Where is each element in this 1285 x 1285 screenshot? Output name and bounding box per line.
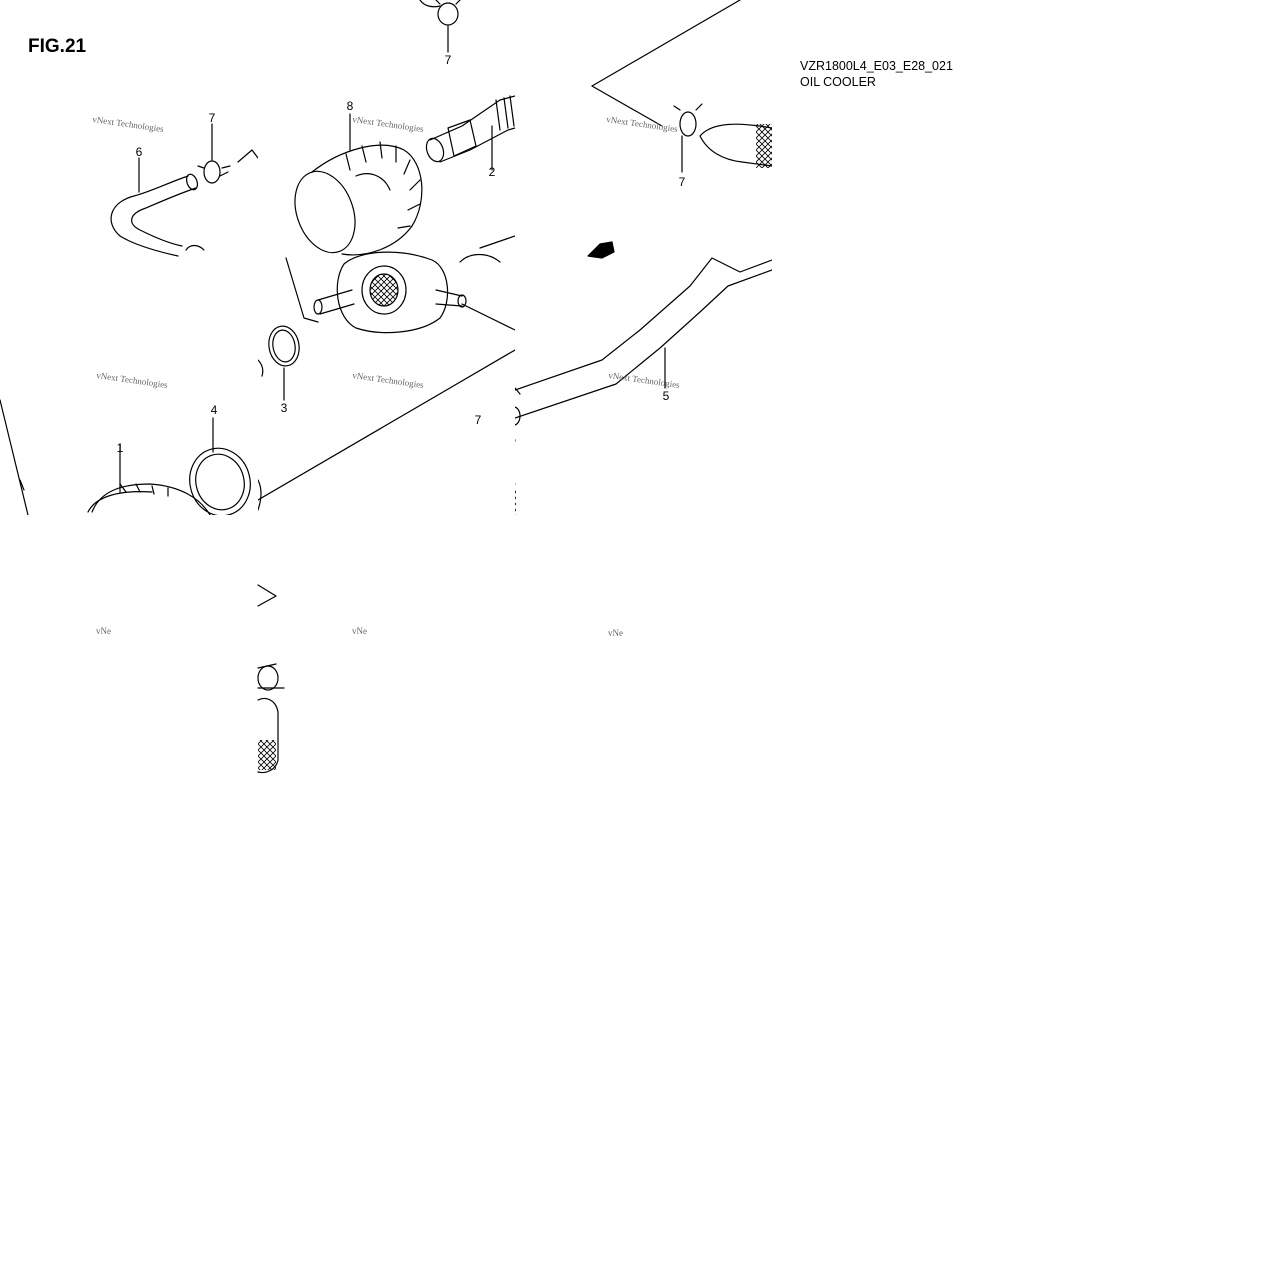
callout-4: 4 — [211, 403, 218, 417]
callout-7-right: 7 — [679, 175, 686, 189]
callout-labels: 7 7 6 8 2 7 3 4 1 5 7 — [117, 53, 686, 455]
callout-5: 5 — [663, 389, 670, 403]
gasket-3 — [268, 325, 300, 367]
callout-2: 2 — [489, 165, 496, 179]
svg-text:vNext Technologies: vNext Technologies — [606, 114, 679, 134]
callout-3: 3 — [281, 401, 288, 415]
oil-hose-5 — [515, 257, 772, 419]
section-name: OIL COOLER — [800, 75, 876, 89]
figure-title: FIG.21 — [28, 36, 87, 57]
lower-fragment — [257, 584, 285, 774]
hose-clamp-7-top — [419, 0, 461, 26]
oil-filter-8 — [294, 141, 423, 256]
svg-text:vNext Technologies: vNext Technologies — [608, 370, 681, 390]
svg-text:vNe: vNe — [608, 628, 623, 638]
svg-text:vNext Technologies: vNext Technologies — [352, 114, 425, 134]
oil-hose-6 — [110, 173, 199, 257]
hose-clamp-7-upper — [197, 160, 231, 184]
oil-cooler-1 — [87, 483, 211, 515]
callout-7-lower: 7 — [475, 413, 482, 427]
svg-text:vNext Technologies: vNext Technologies — [96, 370, 169, 390]
watermarks: vNext Technologies vNext Technologies vN… — [92, 114, 681, 638]
svg-text:vNe: vNe — [352, 626, 367, 636]
gasket-4 — [189, 447, 251, 515]
svg-text:vNext Technologies: vNext Technologies — [92, 114, 165, 134]
oil-filter-adapter — [285, 235, 515, 334]
fwd-arrow-icon — [587, 241, 615, 259]
hose-clamp-7-right — [673, 103, 703, 137]
callout-6: 6 — [136, 145, 143, 159]
svg-text:vNe: vNe — [96, 626, 111, 636]
model-code: VZR1800L4_E03_E28_021 — [800, 59, 953, 73]
callout-1: 1 — [117, 441, 124, 455]
union-bolt-2 — [425, 95, 515, 163]
callout-8: 8 — [347, 99, 354, 113]
callout-7-upper-left: 7 — [209, 111, 216, 125]
svg-text:vNext Technologies: vNext Technologies — [352, 370, 425, 390]
callout-7-top: 7 — [445, 53, 452, 67]
